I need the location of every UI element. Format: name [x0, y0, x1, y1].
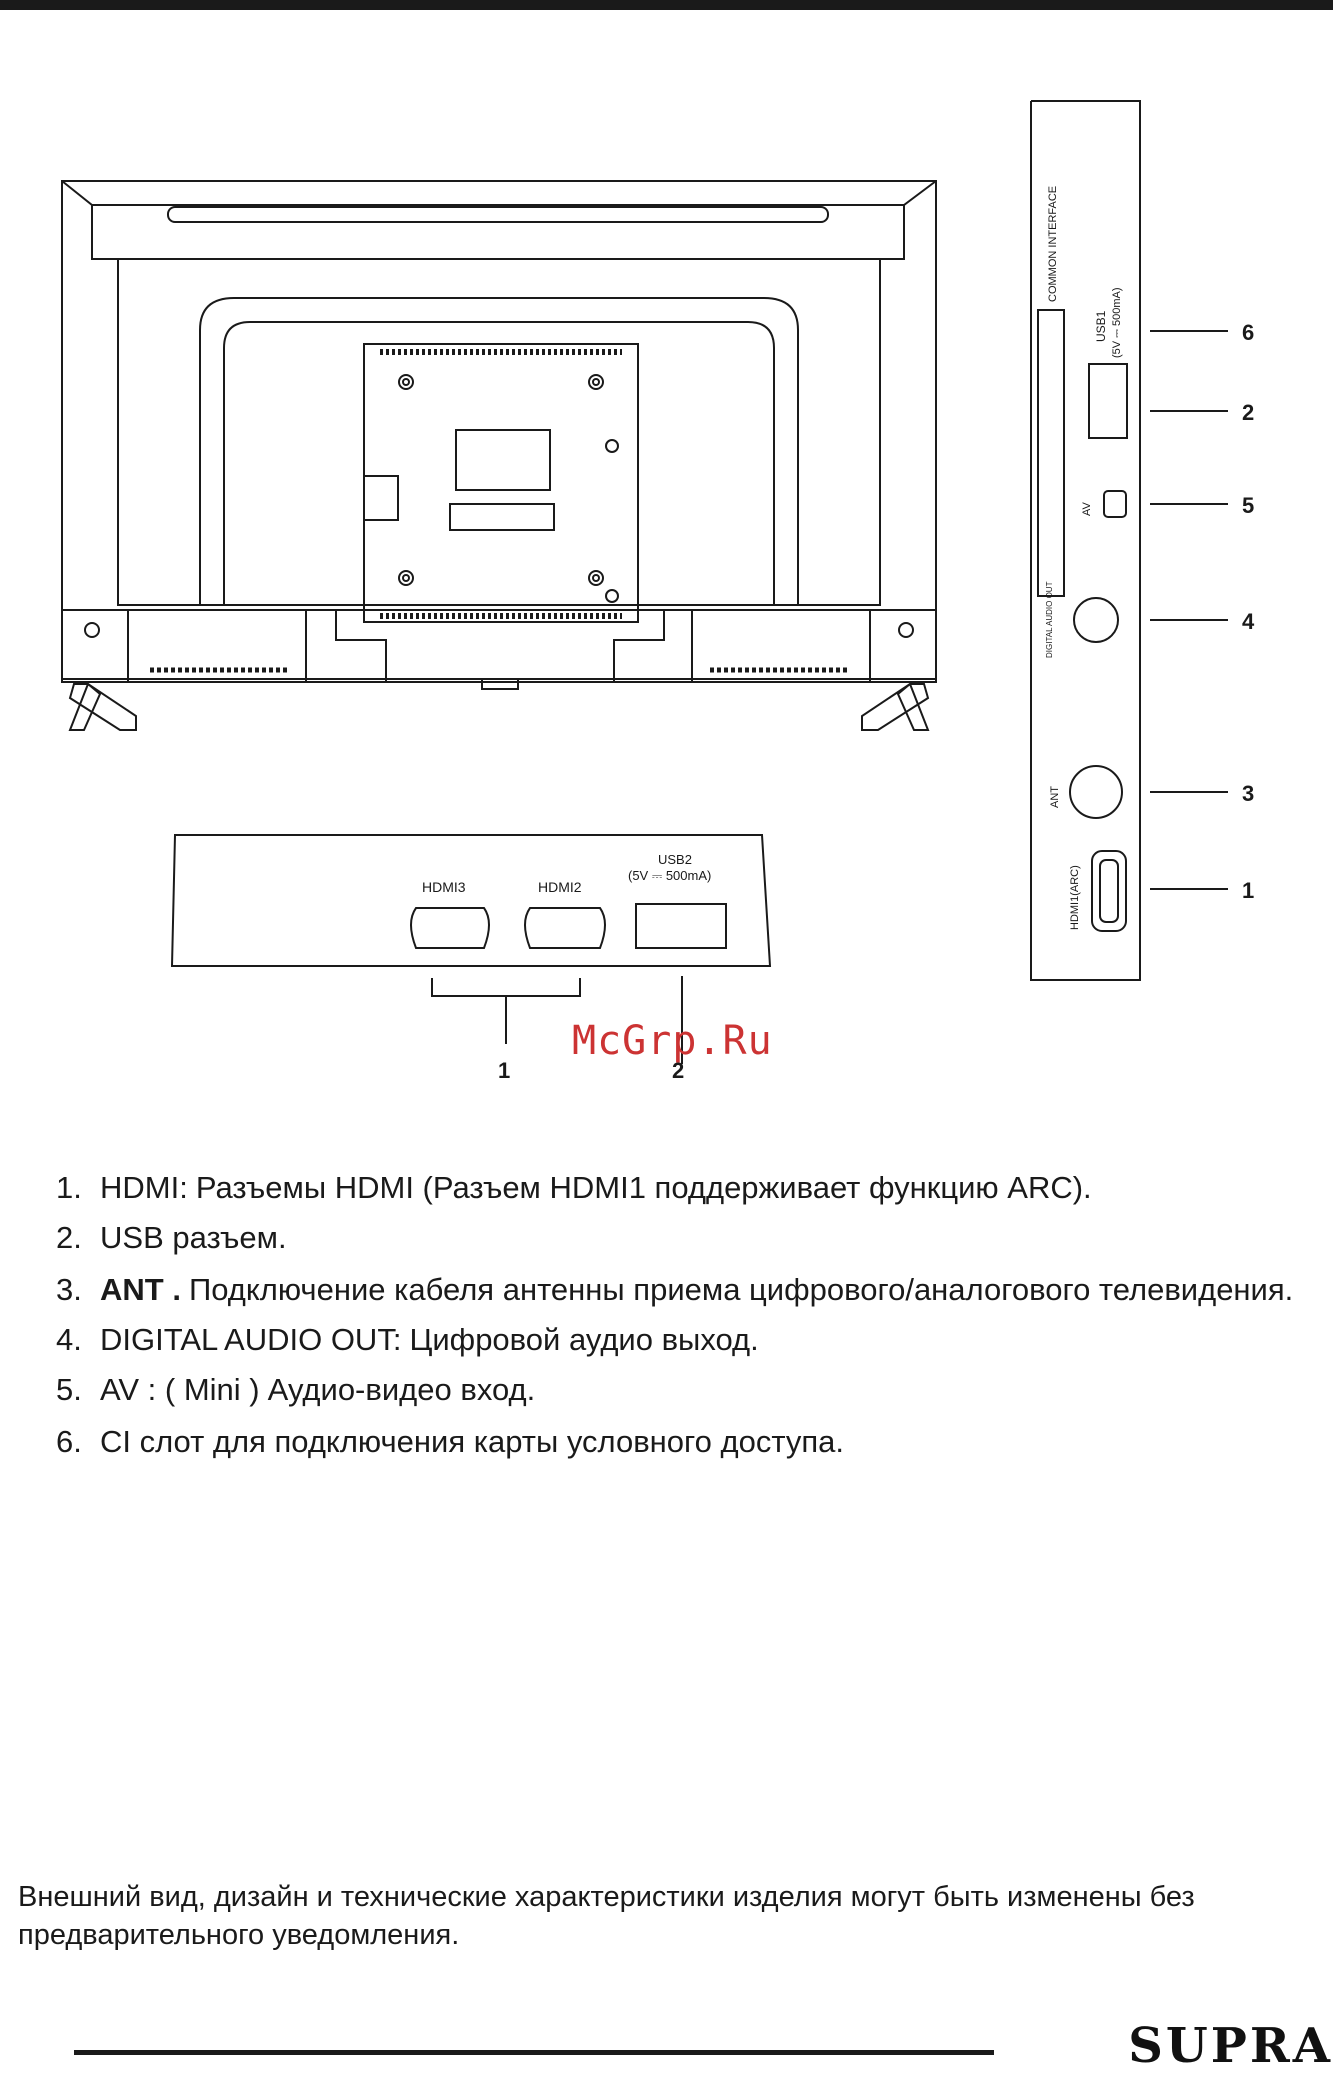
legend-key: DIGITAL AUDIO OUT: [100, 1322, 402, 1357]
legend-item: 4. DIGITAL AUDIO OUT:Цифровой аудио выход… [56, 1322, 759, 1358]
side-connector-panel [1030, 100, 1228, 981]
legend-item: 2. USB разъем. [56, 1220, 295, 1256]
brand-logo: SUPRA [1128, 2018, 1333, 2074]
legend-key: USB разъем. [100, 1220, 287, 1255]
legend-text: Аудио-видео вход. [267, 1372, 536, 1407]
digital-audio-out-label: DIGITAL AUDIO OUT [1045, 581, 1054, 658]
callout-3: 3 [1242, 781, 1254, 806]
legend-key: CI слот для подключения карты условного … [100, 1424, 845, 1459]
hdmi2-label: HDMI2 [538, 879, 582, 895]
callout-4: 4 [1242, 609, 1255, 634]
legend-key: ANT . [100, 1272, 181, 1307]
callout-2: 2 [1242, 400, 1254, 425]
legend-item: 3. ANT .Подключение кабеля антенны приема… [56, 1272, 1293, 1308]
bottom-callout-2: 2 [672, 1058, 684, 1083]
tv-rear-illustration [61, 180, 937, 731]
legend-number: 6. [56, 1424, 82, 1459]
av-label: AV [1081, 501, 1093, 516]
top-rule [0, 0, 1333, 10]
legend-number: 2. [56, 1220, 82, 1255]
usb1-power-label: (5V ⎓ 500mA) [1111, 287, 1123, 358]
usb2-power-label: (5V ⎓ 500mA) [628, 868, 711, 883]
usb2-label: USB2 [658, 852, 692, 867]
legend-number: 5. [56, 1372, 82, 1407]
legend-number: 3. [56, 1272, 82, 1307]
legend-text: Разъемы HDMI (Разъем HDMI1 поддерживает … [195, 1170, 1092, 1205]
legend-number: 4. [56, 1322, 82, 1357]
usb1-label: USB1 [1094, 310, 1108, 342]
hdmi3-label: HDMI3 [422, 879, 466, 895]
bottom-rule [74, 2050, 994, 2055]
legend-item: 6. CI слот для подключения карты условног… [56, 1424, 852, 1460]
legend-text: Цифровой аудио выход. [409, 1322, 759, 1357]
ant-label: ANT [1049, 786, 1061, 808]
watermark: McGrp.Ru [572, 1018, 773, 1064]
legend-key: AV : ( Mini ) [100, 1372, 260, 1407]
callout-6: 6 [1242, 320, 1254, 345]
disclaimer-note: Внешний вид, дизайн и технические характ… [18, 1881, 1195, 1951]
legend-number: 1. [56, 1170, 82, 1205]
bottom-connector-panel [170, 834, 772, 1064]
common-interface-label: COMMON INTERFACE [1047, 186, 1059, 302]
legend-item: 5. AV : ( Mini )Аудио-видео вход. [56, 1372, 535, 1408]
callout-5: 5 [1242, 493, 1254, 518]
hdmi1-label: HDMI1(ARC) [1069, 865, 1081, 930]
legend-text: Подключение кабеля антенны приема цифров… [188, 1272, 1294, 1307]
legend-key: HDMI: [100, 1170, 188, 1205]
legend-item: 1. HDMI:Разъемы HDMI (Разъем HDMI1 поддер… [56, 1170, 1092, 1206]
connection-diagram: COMMON INTERFACE USB1 (5V ⎓ 500mA) AV DI… [61, 100, 1255, 1083]
bottom-callout-1: 1 [498, 1058, 510, 1083]
callout-1: 1 [1242, 878, 1254, 903]
